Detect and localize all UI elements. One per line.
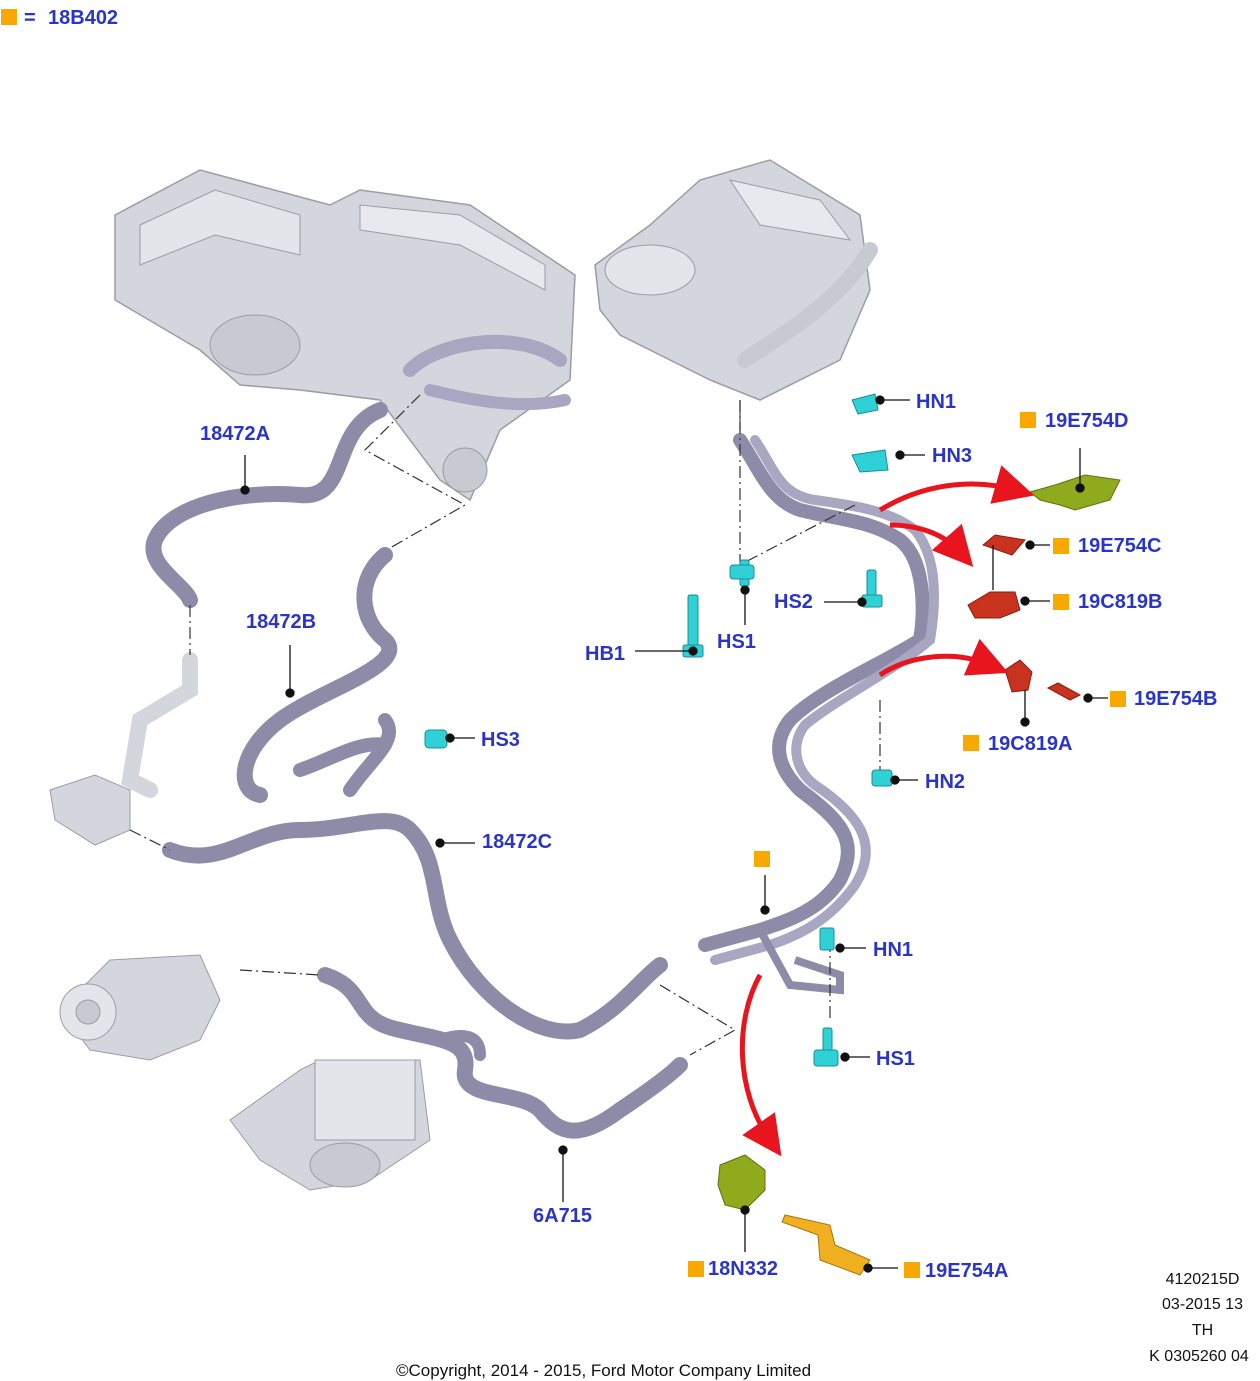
bracket-19E754A-shape xyxy=(781,1214,871,1276)
marker-19E754A xyxy=(904,1262,920,1278)
clip-19C819A-shape xyxy=(1004,659,1033,693)
label-hs2: HS2 xyxy=(774,591,813,613)
marker-19C819A xyxy=(963,735,979,751)
label-hn3: HN3 xyxy=(932,445,973,467)
label-bracket-19E754C: 19E754C xyxy=(1078,535,1162,557)
bracket-19E754B-shape xyxy=(1046,682,1082,701)
thermostat-housing xyxy=(49,652,198,846)
red-arrows xyxy=(739,465,1035,1157)
date-code: 03-2015 13 xyxy=(1162,1296,1243,1313)
label-hn2: HN2 xyxy=(925,771,966,793)
copyright-notice: ©Copyright, 2014 - 2015, Ford Motor Comp… xyxy=(396,1361,812,1380)
marker-19C819B xyxy=(1053,594,1069,610)
marker-19E754B xyxy=(1110,691,1126,707)
label-clip-18N332: 18N332 xyxy=(708,1258,779,1280)
ref-code: 4120215D xyxy=(1165,1271,1240,1288)
k-number: K 0305260 04 xyxy=(1149,1348,1249,1365)
marker-19E754D xyxy=(1020,412,1036,428)
label-hose-18472C: 18472C xyxy=(482,831,553,853)
label-hs3: HS3 xyxy=(481,729,520,751)
heater-pipe-bundle xyxy=(698,433,940,995)
label-bracket-19E754D: 19E754D xyxy=(1045,410,1129,432)
bracket-19E754C-shape xyxy=(981,534,1026,556)
label-hose-18472A: 18472A xyxy=(200,423,271,445)
region-code: TH xyxy=(1191,1322,1214,1339)
hose-6A715-shape xyxy=(317,967,688,1139)
clip-19C819B-shape xyxy=(967,591,1021,619)
hvac-housing-right xyxy=(594,159,878,430)
hose-18472A-shape xyxy=(145,402,388,608)
fasteners xyxy=(424,393,893,1067)
hose-18472B-shape xyxy=(236,547,398,803)
hose-18472C-shape xyxy=(162,813,668,1040)
marker-pipe-bracket xyxy=(754,851,770,867)
bracket-19E754D-shape xyxy=(1028,474,1121,511)
clip-18N332-shape xyxy=(717,1154,766,1211)
label-bracket-19E754A: 19E754A xyxy=(925,1260,1009,1282)
water-pump xyxy=(59,954,221,1061)
marker-19E754C xyxy=(1053,538,1069,554)
leader-lines xyxy=(240,395,1108,1273)
label-hn1-top: HN1 xyxy=(916,391,957,413)
label-hose-18472B: 18472B xyxy=(246,611,317,633)
legend-code: 18B402 xyxy=(48,7,119,29)
label-clip-19C819A: 19C819A xyxy=(988,733,1073,755)
label-hs1-bottom: HS1 xyxy=(876,1048,915,1070)
legend-marker xyxy=(1,9,17,25)
label-hb1: HB1 xyxy=(585,643,626,665)
label-hs1-top: HS1 xyxy=(717,631,756,653)
construction-lines xyxy=(129,394,881,1056)
label-hn1-bottom: HN1 xyxy=(873,939,914,961)
label-hose-6A715: 6A715 xyxy=(533,1205,592,1227)
label-clip-19C819B: 19C819B xyxy=(1078,591,1163,613)
label-bracket-19E754B: 19E754B xyxy=(1134,688,1218,710)
marker-18N332 xyxy=(688,1261,704,1277)
oil-cooler xyxy=(229,1059,431,1191)
hvac-housing-left xyxy=(114,169,576,502)
legend-equals: = xyxy=(24,7,36,29)
